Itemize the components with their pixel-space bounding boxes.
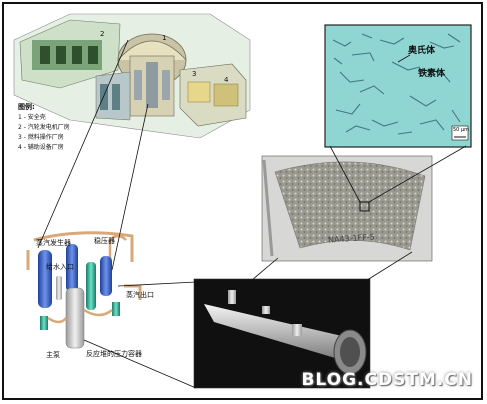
label-feed-inlet: 给水入口 <box>46 263 74 271</box>
legend-title: 图例: <box>18 103 35 111</box>
plant-number-3: 3 <box>192 70 197 78</box>
micrograph <box>324 24 472 148</box>
sample-photo <box>261 155 433 262</box>
plant-cutaway <box>13 13 251 139</box>
legend-item-1: 1 - 安全壳 <box>18 114 46 121</box>
label-pressurizer: 稳压器 <box>94 237 115 245</box>
plant-legend: 图例: 1 - 安全壳 2 - 汽轮发电机厂房 3 - 燃料操作厂房 4 - 辅… <box>18 102 70 153</box>
ferrite-label: 铁素体 <box>418 69 446 79</box>
watermark: BLOG.CDSTM.CN <box>301 370 473 390</box>
primary-loop-schematic <box>26 231 142 349</box>
plant-number-4: 4 <box>224 76 229 84</box>
label-reactor-vessel: 反应堆的压力容器 <box>86 350 142 358</box>
connector-lines <box>37 39 467 389</box>
label-steam-outlet: 蒸汽出口 <box>126 291 154 299</box>
pipe-photo <box>193 278 371 389</box>
legend-item-4: 4 - 辅助设备厂房 <box>18 144 64 151</box>
legend-item-2: 2 - 汽轮发电机厂房 <box>18 124 70 131</box>
plant-number-1: 1 <box>162 34 167 42</box>
label-steam-generator: 蒸汽发生器 <box>36 239 71 247</box>
legend-item-3: 3 - 燃料操作厂房 <box>18 134 64 141</box>
label-main-pump: 主泵 <box>46 351 60 359</box>
scale-bar-label: 50 µm <box>453 127 470 133</box>
austenite-label: 奥氏体 <box>408 46 436 56</box>
plant-number-2: 2 <box>100 30 105 38</box>
